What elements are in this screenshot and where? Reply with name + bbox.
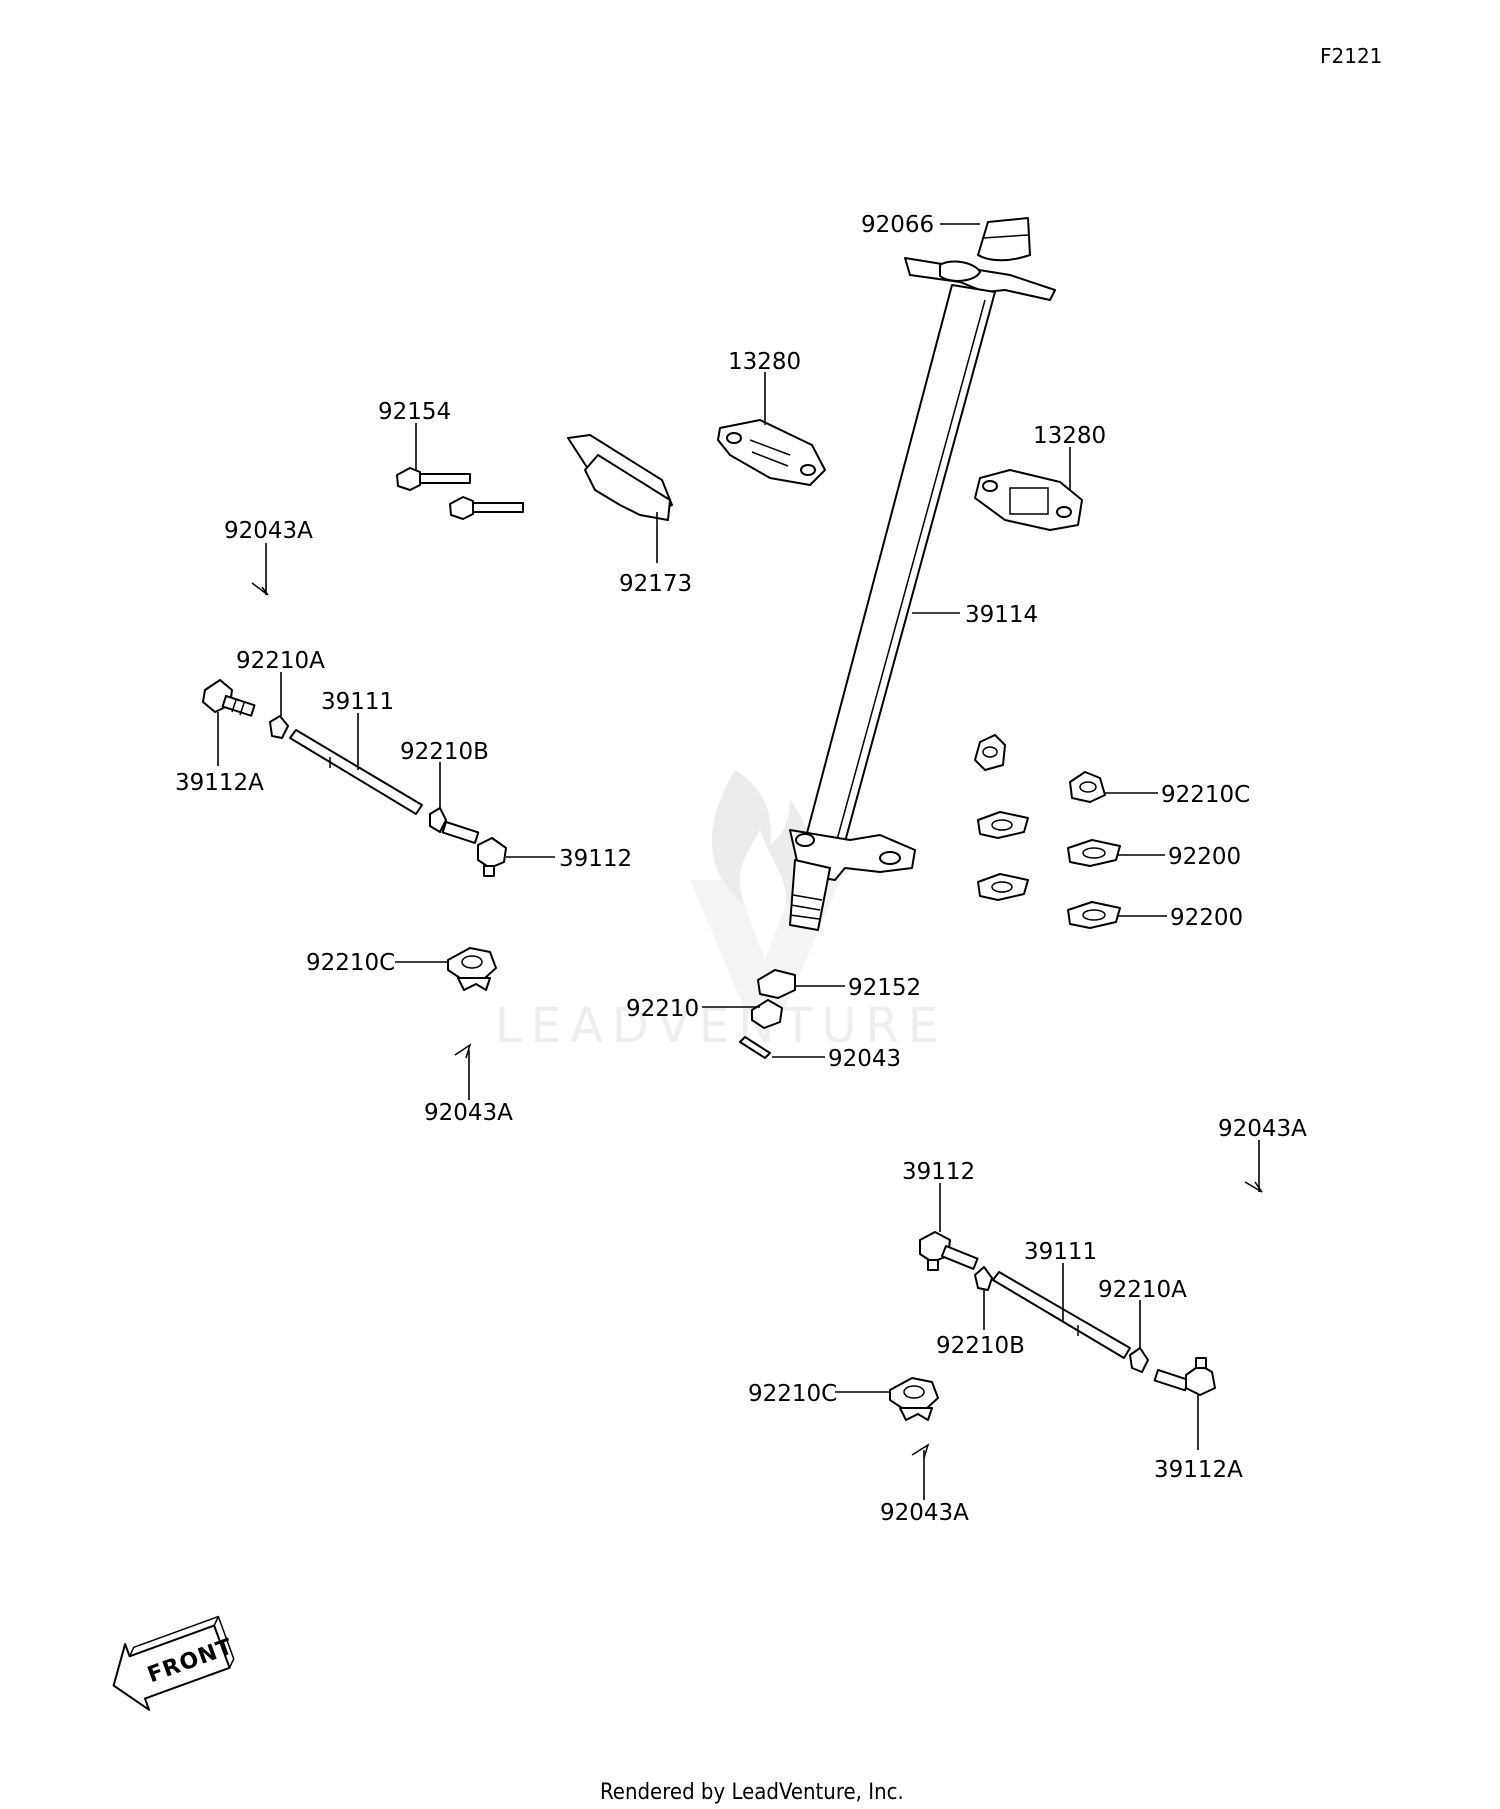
bracket-92173 xyxy=(567,434,673,521)
callout-39112A-1: 39112A xyxy=(175,770,264,796)
callout-92200-1: 92200 xyxy=(1168,844,1241,870)
clamp-13280-right xyxy=(974,469,1083,531)
callout-92210A-1: 92210A xyxy=(236,648,325,674)
callout-92210: 92210 xyxy=(626,996,699,1022)
nut-92210B-right xyxy=(974,1266,993,1291)
tie-rod-39111-left xyxy=(289,729,423,815)
cap-92066 xyxy=(977,217,1031,262)
washer-92200-b xyxy=(1067,901,1121,929)
cotter-pin-92043A-2 xyxy=(454,1043,472,1059)
callout-92066: 92066 xyxy=(861,212,934,238)
tie-rod-39111-right xyxy=(992,1271,1131,1359)
callout-92043A-1: 92043A xyxy=(224,518,313,544)
castle-nut-92210C-right xyxy=(1069,771,1106,803)
callout-92200-2: 92200 xyxy=(1170,905,1243,931)
tie-rod-end-39112-left xyxy=(441,821,507,877)
washer-92152 xyxy=(757,969,796,999)
clamp-13280-left xyxy=(717,419,826,486)
callout-92154: 92154 xyxy=(378,399,451,425)
nut-92210A-left xyxy=(269,715,289,739)
castle-nut-92210C-lower xyxy=(889,1377,939,1421)
washer-92200-spare-b xyxy=(977,873,1029,901)
washer-92200-spare-a xyxy=(977,811,1029,839)
tie-rod-end-39112A-left xyxy=(202,679,256,717)
callout-39112-1: 39112 xyxy=(559,846,632,872)
callout-92043A-4: 92043A xyxy=(880,1500,969,1526)
callout-92043A-3: 92043A xyxy=(1218,1116,1307,1142)
nut-92210B-left xyxy=(429,807,447,833)
cotter-pin-92043 xyxy=(739,1036,771,1059)
cotter-pin-92043A-4 xyxy=(911,1443,930,1459)
callout-13280-a: 13280 xyxy=(728,349,801,375)
callout-92210B-2: 92210B xyxy=(936,1333,1025,1359)
cotter-pin-92043A-3 xyxy=(1244,1181,1263,1193)
callout-92210C-3: 92210C xyxy=(748,1381,837,1407)
callout-92043A-2: 92043A xyxy=(424,1100,513,1126)
callout-92152: 92152 xyxy=(848,975,921,1001)
callout-39111-2: 39111 xyxy=(1024,1239,1097,1265)
washer-92200-a xyxy=(1067,839,1121,867)
footer-credit: Rendered by LeadVenture, Inc. xyxy=(600,1780,904,1805)
bolts-92154 xyxy=(396,467,524,520)
callout-92043: 92043 xyxy=(828,1046,901,1072)
callout-92210C-2: 92210C xyxy=(1161,782,1250,808)
tie-rod-end-39112-right xyxy=(919,1231,979,1271)
callout-39112-2: 39112 xyxy=(902,1159,975,1185)
castle-nut-92210C-left xyxy=(447,947,497,991)
cotter-pin-92043A-1 xyxy=(251,582,269,596)
callout-92210B-1: 92210B xyxy=(400,739,489,765)
diagram-code: F2121 xyxy=(1320,44,1382,68)
steering-shaft-39114 xyxy=(789,257,1056,931)
castle-nut-92210C-spare xyxy=(974,734,1006,771)
callout-13280-b: 13280 xyxy=(1033,423,1106,449)
callout-92210A-2: 92210A xyxy=(1098,1277,1187,1303)
callout-92210C-1: 92210C xyxy=(306,950,395,976)
callout-39111-1: 39111 xyxy=(321,689,394,715)
tie-rod-end-39112A-right xyxy=(1153,1357,1216,1396)
callout-39114: 39114 xyxy=(965,602,1038,628)
nut-92210A-right xyxy=(1129,1347,1149,1373)
front-direction-arrow: FRONT xyxy=(112,1615,237,1711)
callout-39112A-2: 39112A xyxy=(1154,1457,1243,1483)
callout-92173: 92173 xyxy=(619,571,692,597)
